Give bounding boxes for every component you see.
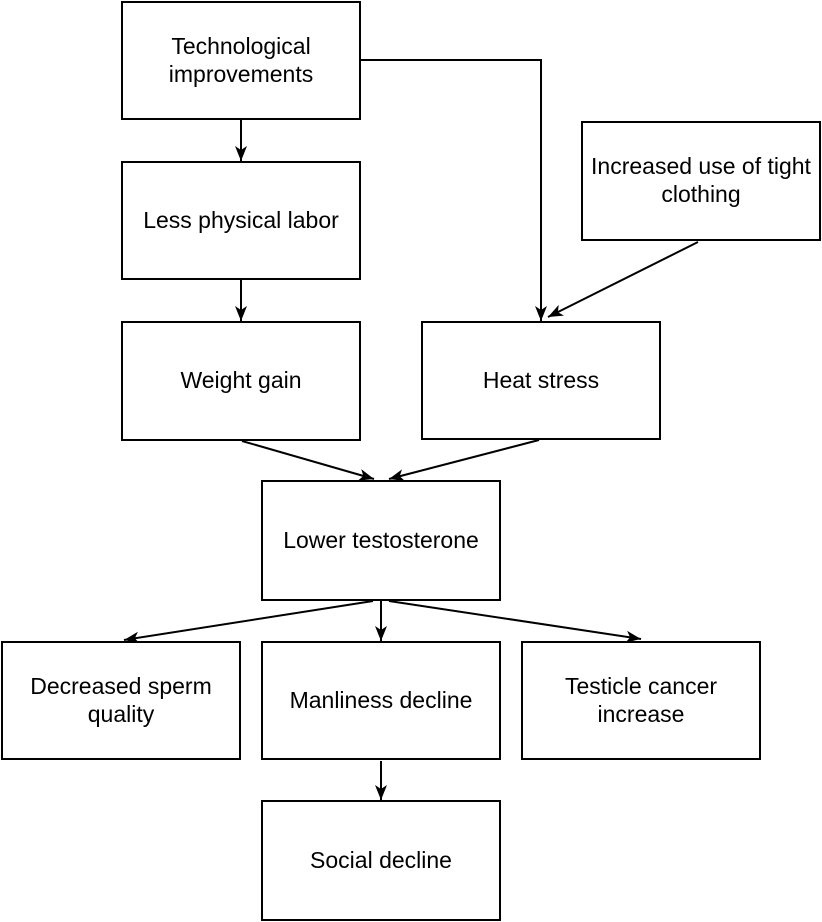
edge-lower-to-sperm	[123, 600, 374, 644]
node-technological-improvements: Technological improvements	[121, 1, 361, 120]
node-increased-use-of-tight-clothing: Increased use of tight clothing	[581, 121, 821, 241]
node-social-decline: Social decline	[261, 800, 501, 921]
edge-tech-to-heat	[361, 59, 547, 321]
node-label: Less physical labor	[143, 206, 339, 233]
edge-weight-to-lower	[241, 440, 375, 481]
node-label: Testicle cancer increase	[564, 672, 718, 727]
node-testicle-cancer-increase: Testicle cancer increase	[521, 641, 761, 760]
node-decreased-sperm-quality: Decreased sperm quality	[1, 641, 241, 760]
node-label: Decreased sperm quality	[30, 672, 212, 727]
node-label: Social decline	[310, 846, 452, 873]
node-manliness-decline: Manliness decline	[261, 641, 501, 760]
node-label: Lower testosterone	[283, 526, 479, 553]
node-label: Technological improvements	[168, 32, 314, 87]
node-label: Heat stress	[482, 366, 600, 393]
edge-clothing-to-heat	[547, 241, 699, 318]
edge-lower-to-testicle	[388, 600, 642, 643]
node-label: Manliness decline	[289, 686, 473, 713]
node-label: Weight gain	[180, 367, 302, 394]
node-lower-testosterone: Lower testosterone	[261, 480, 501, 601]
node-less-physical-labor: Less physical labor	[121, 161, 361, 280]
node-weight-gain: Weight gain	[121, 321, 361, 441]
node-heat-stress: Heat stress	[421, 321, 661, 440]
edge-heat-to-lower	[388, 439, 540, 482]
node-label: Increased use of tight clothing	[591, 153, 811, 207]
